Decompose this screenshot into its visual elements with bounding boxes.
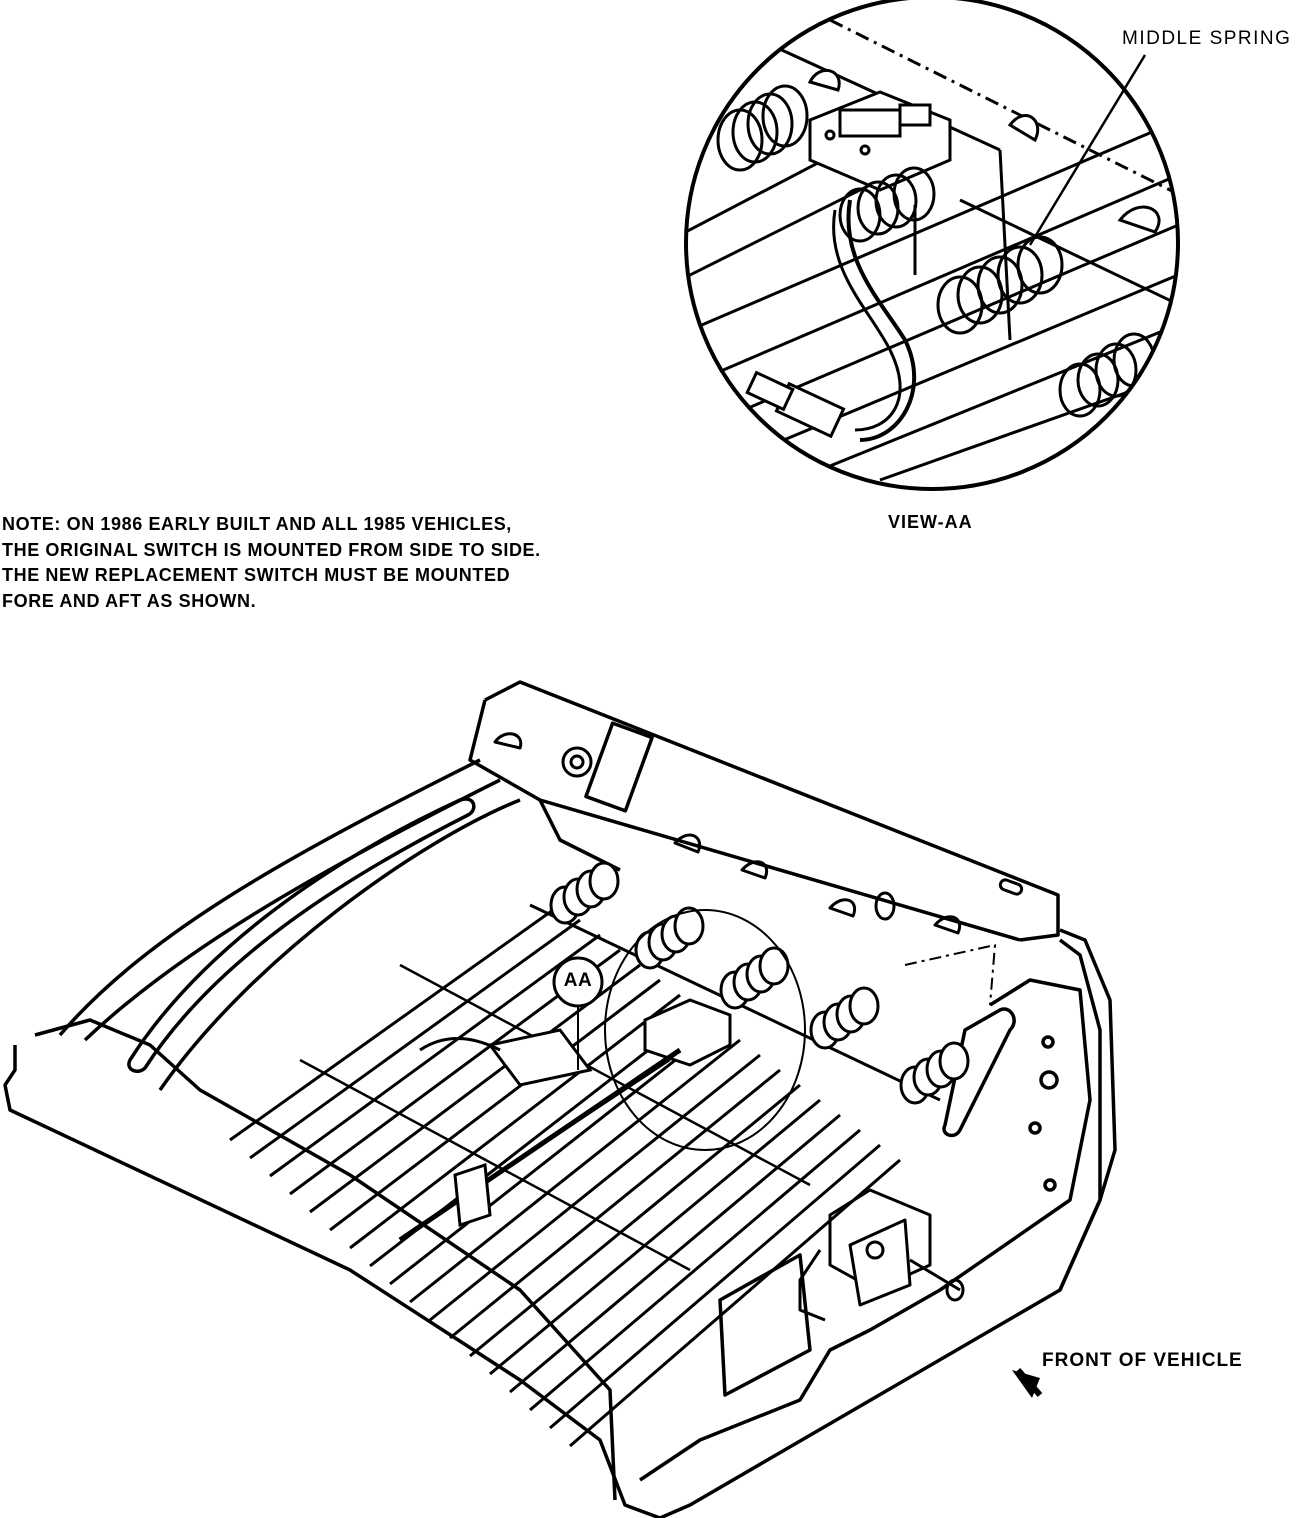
view-aa-label: VIEW-AA xyxy=(888,512,973,532)
note-line: THE NEW REPLACEMENT SWITCH MUST BE MOUNT… xyxy=(2,565,511,585)
left-slot xyxy=(127,797,476,1073)
frame-spring-1 xyxy=(549,861,620,925)
front-arrow-icon xyxy=(1012,1368,1043,1398)
detail-region-outline xyxy=(604,909,806,1151)
middle-spring-label: MIDDLE SPRING xyxy=(1122,28,1292,49)
seat-pan-outline xyxy=(3,928,1117,1518)
rear-rail-holes xyxy=(493,732,1024,935)
frame-springs xyxy=(549,861,970,1105)
middle-spring-leader xyxy=(1028,54,1147,246)
note-line: NOTE: ON 1986 EARLY BUILT AND ALL 1985 V… xyxy=(2,514,512,534)
seat-switch xyxy=(808,90,952,192)
note-line: THE ORIGINAL SWITCH IS MOUNTED FROM SIDE… xyxy=(2,539,541,560)
seat-frame xyxy=(3,680,1117,1518)
seat-wires xyxy=(229,903,941,1448)
wire-connector xyxy=(745,370,846,439)
callout-aa-label: AA xyxy=(563,970,593,991)
frame-spring-2 xyxy=(634,906,705,970)
frame-spring-5 xyxy=(899,1041,970,1105)
frame-switch-harness xyxy=(398,998,732,1243)
frame-spring-3 xyxy=(719,946,790,1010)
front-of-vehicle-label: FRONT OF VEHICLE xyxy=(1042,1350,1243,1371)
note-text-block: NOTE: ON 1986 EARLY BUILT AND ALL 1985 V… xyxy=(2,512,541,614)
right-side-rail xyxy=(1058,938,1102,1291)
wire-harness xyxy=(846,199,917,442)
frame-spring-4 xyxy=(809,986,880,1050)
note-line: FORE AND AFT AS SHOWN. xyxy=(2,590,257,611)
detail-view-aa-circle xyxy=(684,0,1180,491)
spring-coil-right xyxy=(1058,332,1156,418)
spring-coil-left xyxy=(716,84,809,172)
middle-spring xyxy=(936,235,1064,335)
callout-aa xyxy=(552,956,604,1070)
rear-rail xyxy=(484,680,1060,942)
seat-adjuster xyxy=(798,1188,965,1322)
